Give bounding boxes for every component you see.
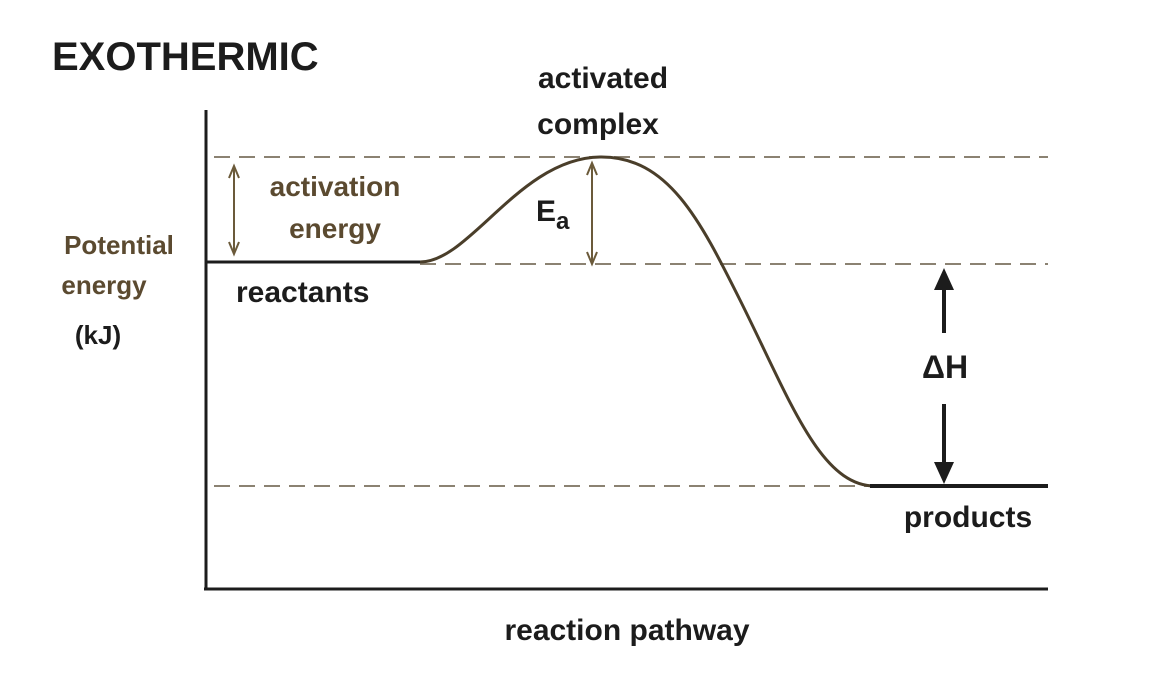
ea-arrow xyxy=(586,160,598,267)
activation-energy-arrow xyxy=(228,163,240,257)
ea-label: Ea xyxy=(536,195,570,235)
products-label: products xyxy=(904,501,1032,534)
activation-energy-label-line2: energy xyxy=(289,213,381,244)
activated-complex-label-line2: complex xyxy=(537,108,659,141)
x-axis-label: reaction pathway xyxy=(504,614,749,647)
delta-h-label: ΔH xyxy=(922,349,968,385)
delta-h-arrow xyxy=(934,268,954,484)
y-axis-label-line2: energy xyxy=(61,270,147,300)
reactants-label: reactants xyxy=(236,276,369,309)
y-axis-label-line1: Potential xyxy=(64,230,174,260)
activated-complex-label-line1: activated xyxy=(538,62,668,95)
y-axis-label-line3: (kJ) xyxy=(75,320,121,350)
diagram-title: EXOTHERMIC xyxy=(52,35,319,79)
activation-energy-label-line1: activation xyxy=(270,171,401,202)
energy-curve xyxy=(419,155,876,488)
